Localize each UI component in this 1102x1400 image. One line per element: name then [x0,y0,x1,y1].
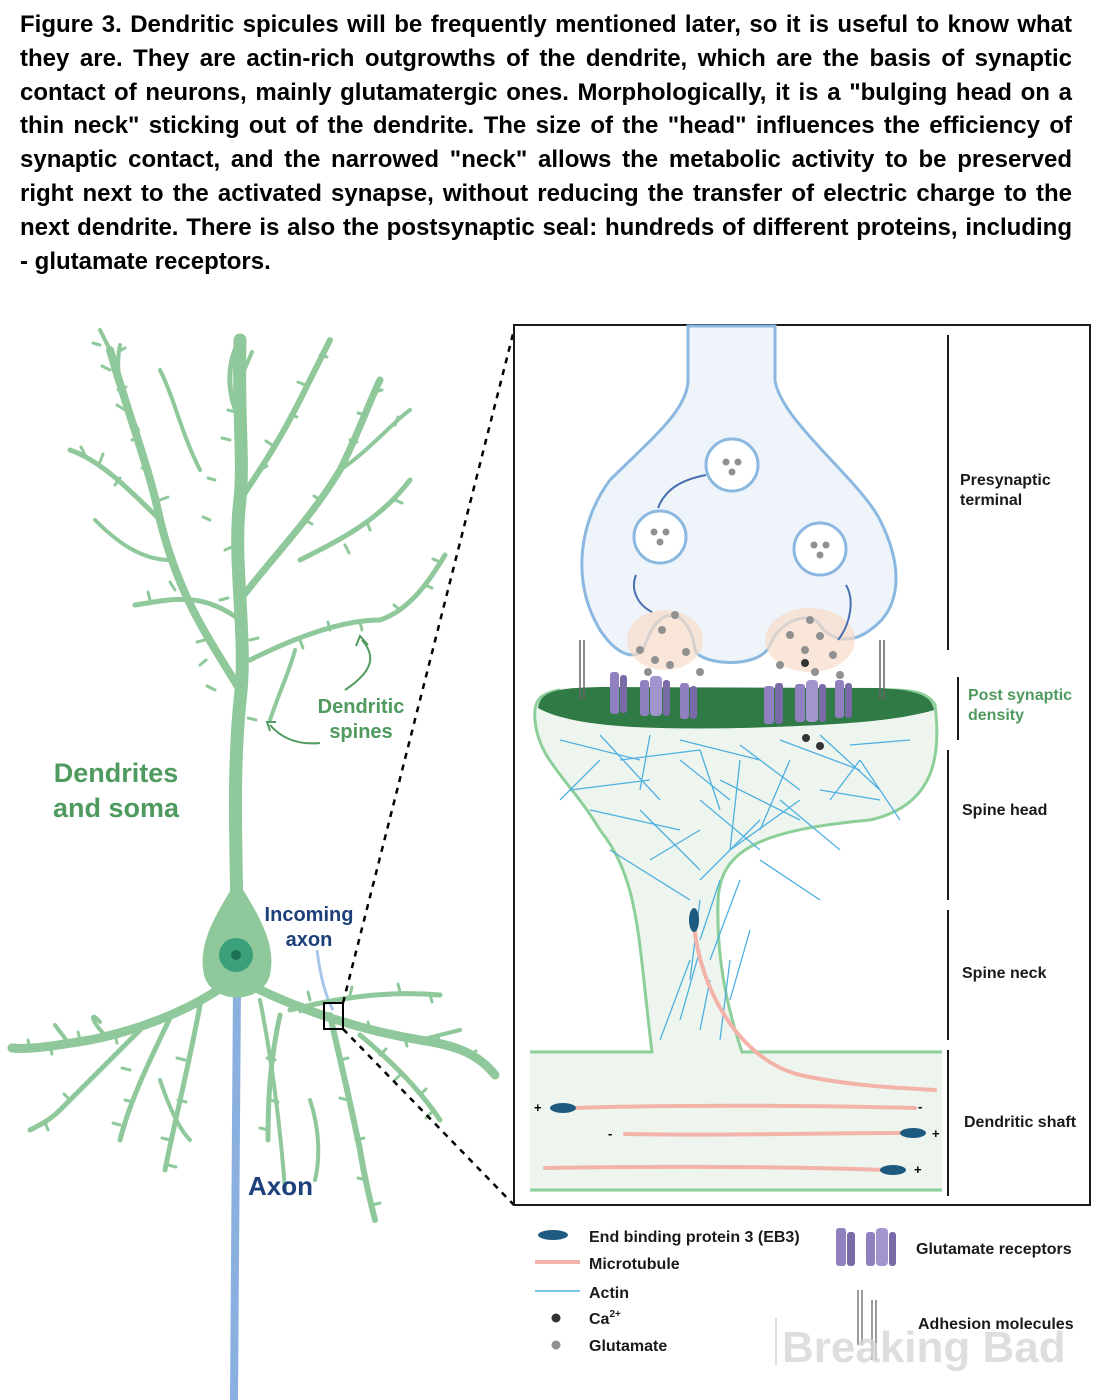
legend-microtubule-label: Microtubule [589,1256,680,1273]
synaptic-vesicle [632,509,688,565]
synaptic-vesicle [704,437,760,493]
synaptic-vesicle [792,521,848,577]
adhesion-molecules [579,640,885,700]
glutamate-receptor [680,683,697,719]
dendritic-spines-label-line1: Dendritic [318,696,405,718]
glutamate-legend-icon [551,1340,561,1350]
glutamate-molecules [636,611,844,679]
region-bars [947,335,959,1196]
watermark: Breaking Bad [782,1323,1066,1372]
axon-shaft [230,984,241,1400]
spines-arrow-down [269,724,321,745]
incoming-axon [315,949,335,1011]
actin-filaments [559,734,911,1041]
legend-calcium-label: Ca2+ [589,1309,621,1328]
glutamate-receptor [835,680,852,718]
minus-sign: - [608,1126,612,1141]
spine-head-label: Spine head [962,802,1047,819]
plus-sign: + [932,1126,940,1141]
glutamate-receptor [640,676,670,716]
legend-glutamate-receptors-label: Glutamate receptors [916,1241,1072,1258]
spines-arrowhead-up [355,634,369,647]
incoming-axon-label-line1: Incoming [265,904,354,926]
nucleolus [231,950,241,960]
glutamate-receptor [795,680,826,722]
legend-calcium-superscript: 2+ [609,1309,621,1320]
plus-sign: + [534,1100,542,1115]
legend-glutamate-label: Glutamate [589,1338,667,1355]
minus-sign: - [918,1099,922,1114]
spine-body [530,688,942,1192]
adhesion-legend-icon [857,1290,877,1360]
postsynaptic-density-label-line2: density [968,707,1024,724]
legend-calcium-base: Ca [589,1311,610,1328]
vesicle-trajectory-arrow [837,584,852,641]
calcium-ions [801,659,824,750]
zoom-box [323,1002,344,1030]
plus-sign: + [914,1162,922,1177]
glutamate-receptor [764,683,783,724]
spine-membrane-left [530,688,654,1054]
release-glow [627,610,703,670]
glutamate-receptor [610,672,627,714]
zoom-line-top [341,329,516,1004]
eb3-proteins [550,908,926,1175]
eb3-legend-icon [538,1230,568,1240]
presynaptic-terminal-label-line1: Presynaptic [960,472,1051,489]
spines-arrowhead-down [265,721,276,732]
glutamate-receptor-legend-icon [836,1228,896,1266]
legend-actin-label: Actin [589,1285,629,1302]
presynaptic-terminal [580,324,898,664]
dendritic-spine-ticks [26,341,478,1207]
zoom-line-bottom [342,1028,515,1206]
incoming-axon-label-line2: axon [286,929,333,951]
legend-adhesion-label: Adhesion molecules [918,1316,1074,1333]
axon-label: Axon [248,1171,313,1201]
dendrite-tree [7,328,500,1223]
dendrites-label: Dendrites [54,758,179,788]
legend: End binding protein 3 (EB3) Microtubule … [535,1228,1074,1360]
vesicle-trajectory-arrow [633,574,653,613]
dendritic-shaft-label: Dendritic shaft [964,1114,1077,1131]
calcium-legend-icon [551,1313,561,1323]
postsynaptic-density-label-line1: Post synaptic [968,687,1072,704]
microtubules [543,923,937,1172]
figure-caption: Figure 3. Dendritic spicules will be fre… [20,11,1072,275]
legend-eb3-label: End binding protein 3 (EB3) [589,1229,800,1246]
vesicle-trajectory-arrow [657,474,707,509]
presynaptic-terminal-label-line2: terminal [960,492,1022,509]
neuron-illustration [7,328,516,1400]
glutamate-receptors-group [610,672,852,724]
soma-label: and soma [53,793,180,823]
spines-arrow-up [344,639,372,691]
spine-neck-label: Spine neck [962,965,1047,982]
synapse-illustration: + - - + + [530,324,959,1196]
dendritic-spines-label-line2: spines [329,721,392,743]
